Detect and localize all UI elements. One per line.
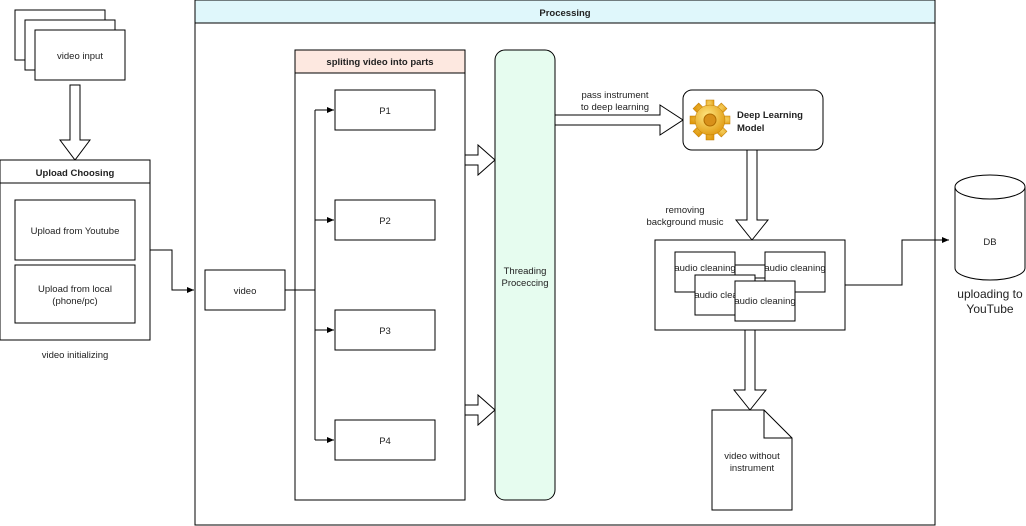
audio-cleaning-box[interactable]: audio cleaning	[734, 280, 796, 322]
svg-text:P1: P1	[379, 106, 391, 117]
part-p1[interactable]: P1	[334, 89, 436, 131]
svg-text:audio cleaning: audio cleaning	[764, 263, 825, 274]
deep-learning-model[interactable]: Deep Learning Model	[682, 89, 824, 151]
block-arrow-down	[732, 329, 768, 411]
connector	[845, 237, 949, 286]
video-input-stack[interactable]: video input	[14, 9, 126, 81]
svg-text:video: video	[234, 286, 257, 297]
upload-choosing-panel: Upload Choosing Upload from Youtube Uplo…	[0, 159, 151, 341]
svg-text:P3: P3	[379, 326, 391, 337]
upload-youtube-option[interactable]: Upload from Youtube	[14, 199, 136, 261]
svg-text:Upload from Youtube: Upload from Youtube	[31, 226, 120, 237]
block-arrow-right	[464, 393, 496, 427]
block-arrow-right	[554, 104, 684, 136]
pass-label: to deep learning	[581, 102, 649, 113]
part-p2[interactable]: P2	[334, 199, 436, 241]
threading-box[interactable]: Threading Proceccing	[494, 49, 556, 501]
video-box[interactable]: video	[204, 269, 286, 311]
svg-text:Model: Model	[737, 123, 764, 134]
svg-text:DB: DB	[983, 237, 996, 248]
audio-cleaning-container: audio cleaning audio cleaning audio clea…	[654, 239, 846, 331]
svg-text:audio cleaning: audio cleaning	[674, 263, 735, 274]
block-arrow-down	[59, 84, 91, 161]
video-input-label: video input	[57, 51, 103, 62]
upload-local-option[interactable]: Upload from local (phone/pc)	[14, 264, 136, 324]
svg-text:Upload from local: Upload from local	[38, 284, 112, 295]
svg-text:P2: P2	[379, 216, 391, 227]
svg-text:Deep Learning: Deep Learning	[737, 110, 803, 121]
processing-title: Processing	[539, 8, 590, 19]
removing-label: background music	[646, 217, 723, 228]
split-title: spliting video into parts	[326, 57, 433, 68]
upload-title: Upload Choosing	[36, 168, 115, 179]
connector	[150, 249, 194, 293]
upload-caption: video initializing	[42, 350, 109, 361]
db-cylinder[interactable]: DB	[954, 174, 1026, 281]
gear-icon	[689, 99, 731, 141]
svg-text:audio cleaning: audio cleaning	[694, 290, 755, 301]
svg-text:P4: P4	[379, 436, 391, 447]
svg-text:Threading: Threading	[504, 266, 547, 277]
block-arrow-right	[464, 143, 496, 177]
part-p3[interactable]: P3	[334, 309, 436, 351]
pass-label: pass instrument	[581, 90, 648, 101]
svg-text:audio cleaning: audio cleaning	[734, 296, 795, 307]
svg-text:video without: video without	[724, 451, 780, 462]
part-p4[interactable]: P4	[334, 419, 436, 461]
svg-text:Proceccing: Proceccing	[502, 278, 549, 289]
removing-label: removing	[665, 205, 704, 216]
svg-text:(phone/pc): (phone/pc)	[52, 296, 97, 307]
block-arrow-down	[734, 149, 770, 241]
output-document[interactable]: video without instrument	[711, 409, 793, 511]
db-caption: YouTube	[966, 302, 1013, 316]
db-caption: uploading to	[957, 287, 1023, 301]
svg-text:instrument: instrument	[730, 463, 775, 474]
connector	[285, 110, 316, 440]
